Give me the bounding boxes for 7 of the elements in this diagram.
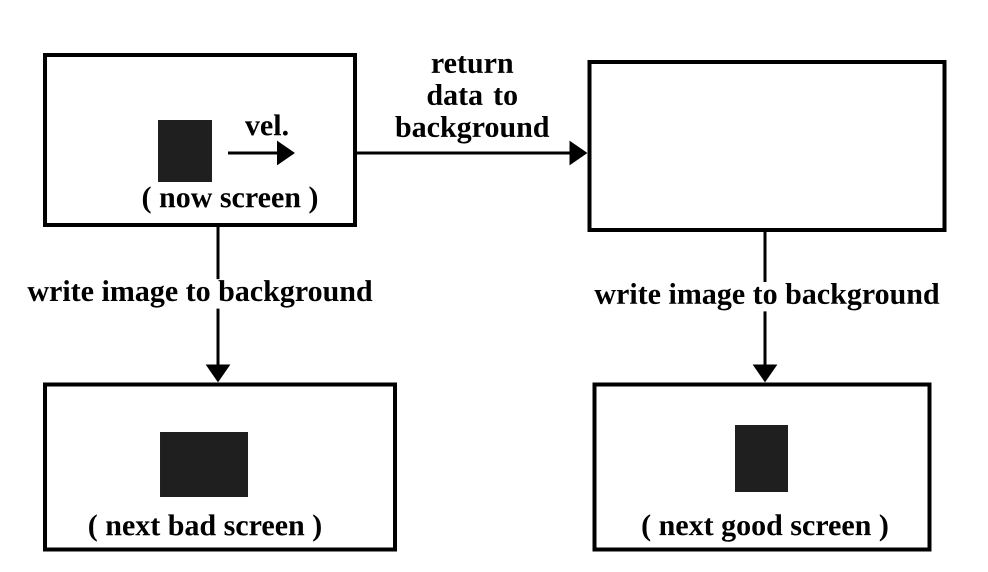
edge-label: write image to background [593, 282, 941, 312]
velocity-label: vel. [244, 114, 288, 136]
screen-box [588, 60, 946, 232]
edge-label: write image to background [26, 279, 374, 309]
edge-label: return data to background [395, 56, 550, 144]
screen-box: ( next good screen ) [592, 382, 932, 552]
screen-box: ( next bad screen ) [43, 382, 397, 552]
